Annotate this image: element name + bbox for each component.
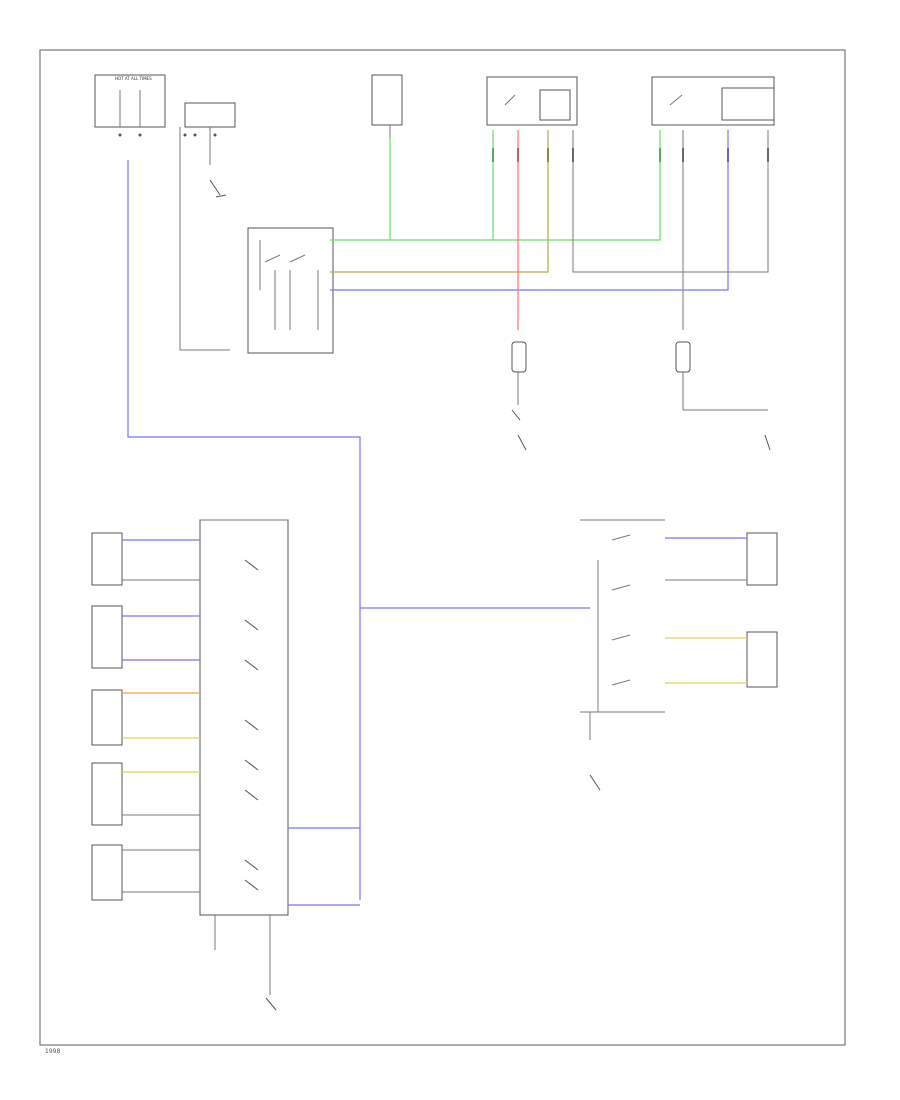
fuse-box-title: HOT AT ALL TIMES (115, 76, 152, 81)
right-switch-2 (746, 631, 778, 688)
left-switch-4 (91, 762, 123, 826)
olive-wire (330, 130, 549, 273)
main-switch (247, 227, 334, 354)
green-wire-c (493, 130, 661, 241)
green-wire-b (390, 130, 494, 241)
left-switch-5 (91, 844, 123, 901)
blue-wire-main (127, 160, 361, 900)
ground-icon (589, 774, 601, 791)
driver-control-module (486, 76, 578, 126)
left-panel-contacts (244, 559, 259, 891)
diagram-frame (39, 49, 846, 1046)
green-wire-a (330, 138, 391, 241)
footer-label: 1998 (45, 1048, 60, 1055)
ground-icon (511, 409, 771, 451)
driver-motor (511, 341, 527, 405)
gray-wire-top (572, 130, 769, 273)
passenger-control-module (651, 76, 775, 126)
right-switch-panel (580, 519, 665, 713)
connector-icon (492, 148, 769, 162)
left-switch-3 (91, 689, 123, 746)
left-switch-panel (199, 519, 289, 916)
passenger-motor (675, 341, 768, 411)
ground-icon (209, 179, 227, 198)
relay-box (183, 102, 236, 137)
center-module (371, 74, 403, 138)
left-switch-1 (91, 532, 123, 586)
left-switch-2 (91, 605, 123, 669)
blue-wire-top (330, 130, 729, 291)
fuse-box: HOT AT ALL TIMES (94, 74, 166, 137)
right-switch-1 (746, 532, 778, 586)
ground-icon (265, 997, 277, 1011)
